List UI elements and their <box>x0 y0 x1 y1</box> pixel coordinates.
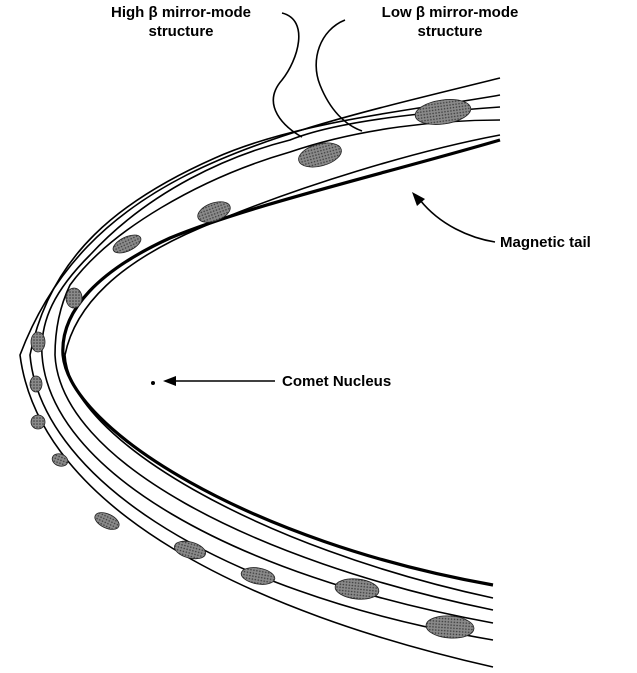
mirror-mode-blob <box>31 415 45 429</box>
mirror-mode-blob <box>172 538 207 562</box>
mirror-mode-blobs <box>30 96 475 639</box>
field-line-2 <box>30 95 500 640</box>
field-line-3 <box>42 107 500 623</box>
mirror-mode-blob <box>31 332 45 352</box>
high-beta-label: High β mirror-mode structure <box>76 3 286 41</box>
mirror-mode-blob <box>66 288 82 308</box>
comet-nucleus-label: Comet Nucleus <box>282 372 391 391</box>
high-beta-label-line2: structure <box>76 22 286 41</box>
low-beta-label-line1: Low β mirror-mode <box>350 3 550 22</box>
field-line-4 <box>55 120 500 610</box>
mirror-mode-blob <box>92 509 121 533</box>
comet-nucleus-dot <box>151 381 155 385</box>
mirror-mode-blob <box>296 139 344 172</box>
mirror-mode-blob <box>30 376 42 392</box>
low-beta-label: Low β mirror-mode structure <box>350 3 550 41</box>
magnetic-tail-label: Magnetic tail <box>500 233 591 252</box>
magnetic-tail-leader <box>420 200 495 242</box>
comet-nucleus-arrowhead <box>163 376 176 386</box>
low-beta-label-line2: structure <box>350 22 550 41</box>
high-beta-label-line1: High β mirror-mode <box>76 3 286 22</box>
mirror-mode-blob <box>50 452 69 469</box>
mirror-mode-blob <box>240 565 276 587</box>
leader-lines <box>172 13 495 381</box>
